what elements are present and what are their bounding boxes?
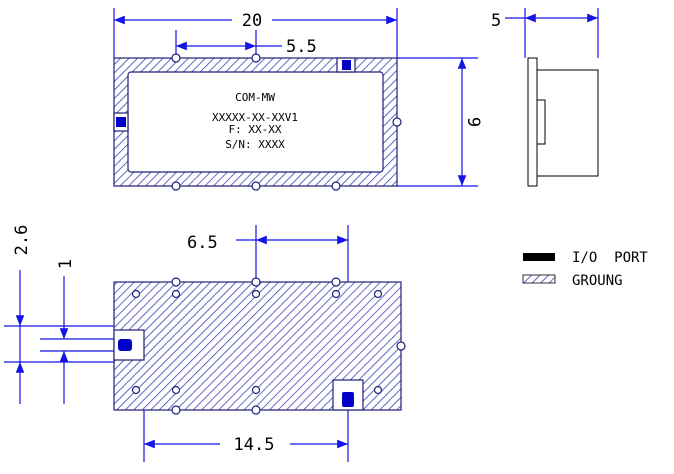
bottom-view: 6.5 14.5 2.6 1: [4, 225, 406, 462]
label-line3: F: XX-XX: [229, 123, 282, 136]
dim-length: 20: [242, 11, 262, 31]
dim-pin-offset: 6.5: [187, 233, 218, 253]
label-line2: XXXXX-XX-XXV1: [212, 111, 298, 124]
side-base-plate: [527, 57, 538, 187]
side-view: 5: [491, 8, 599, 187]
label-line1: COM-MW: [235, 91, 275, 104]
dim-port-spacing: 14.5: [234, 435, 275, 455]
dim-height: 9: [463, 117, 483, 127]
dim-pin-spacing: 5.5: [286, 37, 317, 57]
side-housing: [536, 69, 599, 177]
legend-io-port-label: I/O PORT: [572, 250, 648, 266]
dim-port-offset: 2.6: [12, 225, 32, 256]
legend-ground-swatch: [522, 274, 556, 284]
legend-ground-label: GROUNG: [572, 273, 623, 289]
top-view: 20 5.5 9 COM-MW XXXXX-XX-XXV1 F: XX-XX S…: [113, 8, 483, 191]
legend-io-port-swatch: [523, 253, 555, 261]
dim-port-width: 1: [56, 259, 76, 269]
dim-thickness: 5: [491, 11, 501, 31]
legend: I/O PORT GROUNG: [522, 250, 648, 289]
label-line4: S/N: XXXX: [225, 138, 285, 151]
side-connector: [536, 99, 546, 145]
